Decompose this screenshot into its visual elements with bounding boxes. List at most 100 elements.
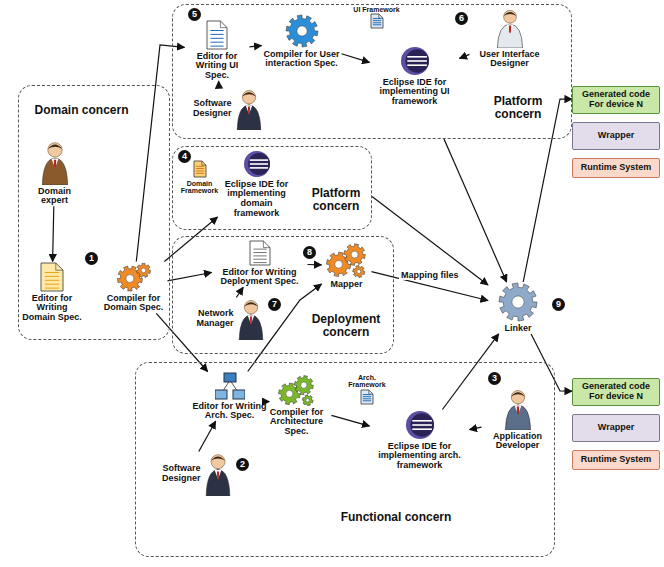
block-label: Runtime System	[581, 163, 652, 173]
person-icon	[40, 140, 70, 185]
editor-tool: Editor for Writing Deployment Spec.	[212, 240, 308, 288]
runtime-block: Runtime System	[572, 450, 660, 470]
tool-label: Mapper	[322, 280, 372, 290]
callout-number: 1	[85, 252, 98, 265]
tool-label: Eclipse IDE for implementing domain fram…	[218, 180, 296, 220]
tool-label: Eclipse IDE for implementing UI framewor…	[370, 78, 460, 108]
region-heading: Platform concern	[473, 95, 563, 121]
block-label: Generated code For device N	[577, 90, 655, 110]
gear2-icon	[117, 262, 151, 292]
connector-arrow	[460, 54, 470, 58]
mapper-tool: Mapper	[322, 242, 372, 290]
doc-icon	[206, 20, 228, 50]
tool-label: Editor for Writing UI Spec.	[185, 52, 250, 82]
tool-label: Arch. Framework	[340, 374, 395, 389]
framework-file: Arch. Framework	[340, 372, 395, 405]
connector-arrow	[236, 287, 243, 297]
actor: Domain expert	[25, 140, 85, 207]
callout-number: 7	[268, 298, 281, 311]
actor: User Interface Designer	[470, 8, 550, 70]
tool-label: Software Designer	[178, 99, 232, 119]
connector-arrow	[332, 415, 370, 426]
callout-number: 8	[303, 246, 316, 259]
connector-arrow	[218, 81, 219, 87]
actor: Software Designer	[142, 452, 232, 496]
actor: Application Developer	[482, 388, 554, 452]
doc-icon	[193, 160, 207, 178]
tool-label: Compiler for Domain Spec.	[100, 294, 168, 314]
gear3-icon	[326, 242, 368, 278]
wrapper-block: Wrapper	[572, 122, 660, 150]
tool-label: Compiler for User interaction Spec.	[262, 50, 342, 70]
tool-label: Linker	[488, 324, 548, 334]
connector-arrow	[444, 139, 507, 282]
connector-arrow	[53, 206, 54, 261]
eclipse-icon	[400, 46, 430, 76]
connector-arrow	[442, 334, 498, 410]
framework-file: Domain Framework	[178, 160, 222, 195]
person-icon	[495, 8, 525, 48]
region-heading: Deployment concern	[301, 313, 391, 339]
linker-tool: Linker	[488, 282, 548, 334]
tool-label: Domain Framework	[178, 180, 222, 195]
arch-icon	[215, 372, 245, 400]
doc-icon	[40, 262, 64, 292]
ide-tool: Eclipse IDE for implementing domain fram…	[218, 150, 296, 220]
actor: Network Manager	[180, 298, 265, 340]
block-label: Wrapper	[598, 131, 634, 141]
tool-label: UI Framework	[352, 6, 402, 14]
callout-number: 4	[178, 150, 191, 163]
eclipse-icon	[405, 410, 435, 440]
edge-label: Mapping files	[399, 270, 461, 280]
person-icon	[237, 298, 265, 340]
tool-label: Editor for Writing Domain Spec.	[20, 294, 85, 324]
region-heading: Domain concern	[34, 104, 129, 117]
generated-code-block: Generated code For device N	[572, 86, 660, 114]
tool-label: Eclipse IDE for implementing arch. frame…	[370, 442, 470, 472]
callout-number: 3	[488, 372, 501, 385]
callout-number: 5	[188, 8, 201, 21]
callout-number: 6	[455, 12, 468, 25]
gear1-icon	[498, 282, 538, 322]
tool-label: User Interface Designer	[470, 50, 550, 70]
connector-arrow	[372, 196, 488, 285]
runtime-block: Runtime System	[572, 158, 660, 178]
editor-tool: Editor for Writing Arch. Spec.	[190, 372, 270, 422]
gear1-icon	[285, 14, 319, 48]
editor-tool: Editor for Writing Domain Spec.	[20, 262, 85, 324]
tool-label: Editor for Writing Deployment Spec.	[212, 268, 308, 288]
tool-label: Network Manager	[180, 309, 234, 329]
wrapper-block: Wrapper	[572, 414, 660, 442]
region-heading: Platform concern	[301, 187, 371, 213]
connector-arrow	[136, 45, 184, 262]
tool-label: Editor for Writing Arch. Spec.	[190, 402, 270, 422]
person-icon	[235, 88, 263, 130]
connector-arrow	[250, 46, 262, 47]
compiler-tool: Compiler for Architecture Spec.	[262, 374, 332, 438]
ide-tool: Eclipse IDE for implementing arch. frame…	[370, 410, 470, 472]
doc-icon	[370, 13, 384, 29]
connector-arrow	[168, 273, 212, 281]
doc-icon	[249, 240, 271, 266]
callout-number: 2	[236, 458, 249, 471]
connector-arrow	[199, 421, 216, 451]
tool-label: Application Developer	[482, 432, 554, 452]
concern-region: Deployment concern Editor for Writing Dep…	[172, 236, 394, 354]
tool-label: Compiler for Architecture Spec.	[262, 408, 332, 438]
region-heading: Functional concern	[326, 511, 466, 524]
concern-region: Platform concern Editor for Writing UI Sp…	[172, 4, 572, 139]
compiler-tool: Compiler for Domain Spec.	[100, 262, 168, 314]
person-icon	[204, 452, 232, 496]
connector-arrow	[470, 427, 482, 430]
block-label: Generated code For device N	[577, 382, 655, 402]
actor: Software Designer	[178, 88, 263, 130]
framework-file: UI Framework	[352, 4, 402, 30]
block-label: Runtime System	[581, 455, 652, 465]
editor-tool: Editor for Writing UI Spec.	[185, 20, 250, 82]
generated-code-block: Generated code For device N	[572, 378, 660, 406]
person-icon	[503, 388, 533, 430]
doc-icon	[360, 389, 374, 405]
concern-region: Functional concern Editor for Writing Arc…	[135, 362, 555, 557]
callout-number: 9	[552, 298, 565, 311]
